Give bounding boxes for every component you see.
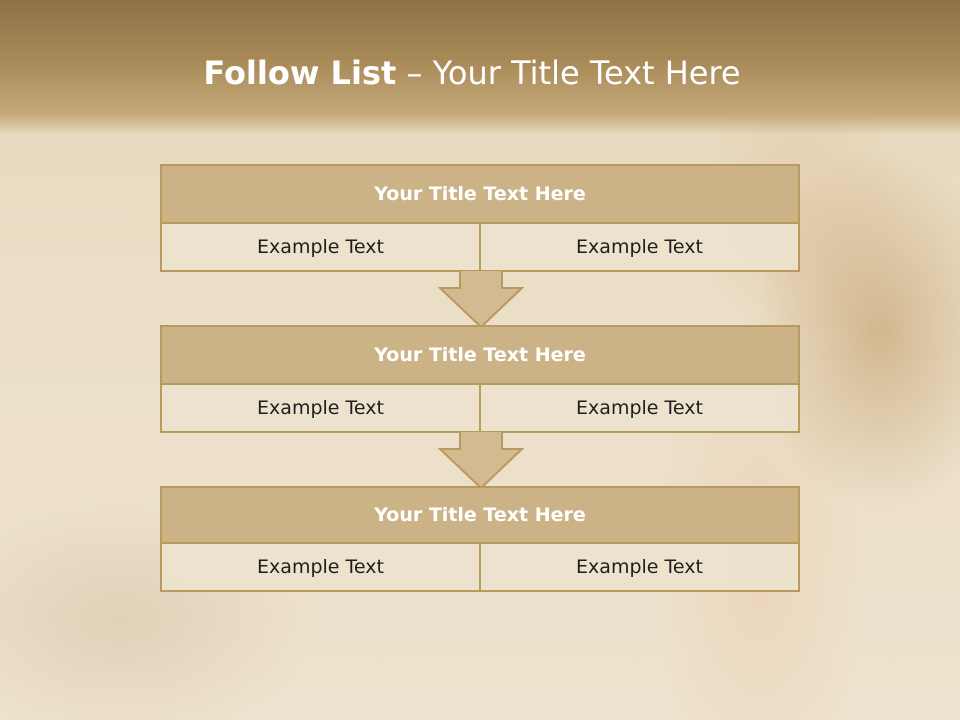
step-left-cell: Example Text	[257, 236, 384, 258]
step-body: Example Text Example Text	[162, 224, 798, 270]
step-title: Your Title Text Here	[162, 166, 798, 224]
step-title: Your Title Text Here	[162, 488, 798, 544]
step-body: Example Text Example Text	[162, 385, 798, 431]
title-bold-text: Follow List	[203, 54, 397, 92]
step-title: Your Title Text Here	[162, 327, 798, 385]
step-body: Example Text Example Text	[162, 544, 798, 590]
title-band	[0, 0, 960, 135]
down-arrow-icon	[438, 431, 524, 489]
step-right-cell: Example Text	[479, 385, 798, 431]
down-arrow-icon	[438, 270, 524, 328]
step-right-cell: Example Text	[479, 224, 798, 270]
step-left-cell: Example Text	[257, 397, 384, 419]
title-rest-text: – Your Title Text Here	[406, 54, 741, 92]
step-box-1: Your Title Text Here Example Text Exampl…	[160, 164, 800, 272]
step-box-2: Your Title Text Here Example Text Exampl…	[160, 325, 800, 433]
step-left-cell: Example Text	[257, 556, 384, 578]
step-box-3: Your Title Text Here Example Text Exampl…	[160, 486, 800, 592]
step-right-cell: Example Text	[479, 544, 798, 590]
slide-title: Follow List – Your Title Text Here	[0, 54, 944, 92]
